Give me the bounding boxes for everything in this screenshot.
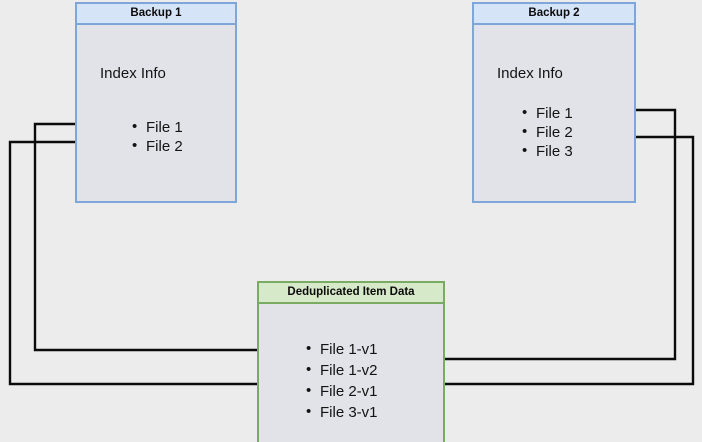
list-item[interactable]: File 2: [130, 136, 183, 156]
deduplicated-item-data-body: File 1-v1 File 1-v2 File 2-v1 File 3-v1: [259, 304, 443, 442]
deduplicated-item-data-box[interactable]: Deduplicated Item Data File 1-v1 File 1-…: [257, 281, 445, 442]
backup-2-file-list: File 1 File 2 File 3: [520, 103, 573, 161]
backup-1-index-label: Index Info: [100, 65, 166, 82]
dedup-file-list: File 1-v1 File 1-v2 File 2-v1 File 3-v1: [304, 338, 378, 423]
list-item[interactable]: File 2: [520, 122, 573, 142]
backup-2-title: Backup 2: [474, 4, 634, 25]
backup-2-box[interactable]: Backup 2 Index Info File 1 File 2 File 3: [472, 2, 636, 203]
backup-1-file-list: File 1 File 2: [130, 117, 183, 156]
list-item[interactable]: File 1: [520, 103, 573, 123]
list-item[interactable]: File 1-v2: [304, 359, 378, 381]
list-item[interactable]: File 1-v1: [304, 338, 378, 360]
backup-2-index-label: Index Info: [497, 65, 563, 82]
backup-1-box[interactable]: Backup 1 Index Info File 1 File 2: [75, 2, 237, 203]
list-item[interactable]: File 2-v1: [304, 380, 378, 402]
list-item[interactable]: File 3-v1: [304, 401, 378, 423]
backup-1-body: Index Info File 1 File 2: [77, 25, 235, 201]
list-item[interactable]: File 3: [520, 141, 573, 161]
list-item[interactable]: File 1: [130, 117, 183, 137]
backup-1-title: Backup 1: [77, 4, 235, 25]
deduplicated-item-data-title: Deduplicated Item Data: [259, 283, 443, 304]
backup-2-body: Index Info File 1 File 2 File 3: [474, 25, 634, 201]
